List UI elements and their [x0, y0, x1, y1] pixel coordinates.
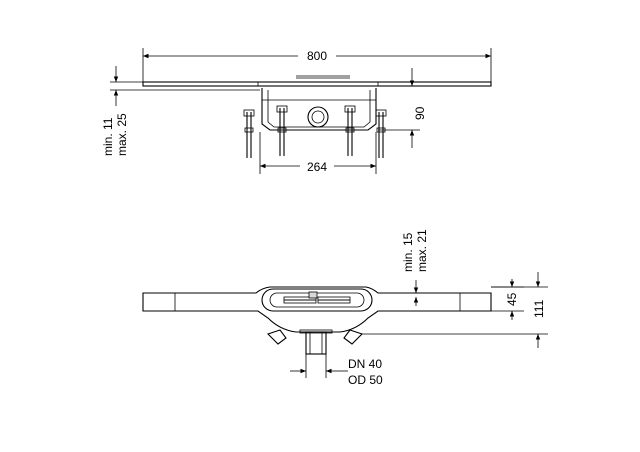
- channel-profile: [142, 286, 492, 333]
- feet-spacing-label: 264: [307, 160, 327, 174]
- depth-label: 90: [413, 106, 427, 120]
- feet-spacing-dimension: 264: [259, 132, 377, 174]
- total-height-dimension: 111: [362, 272, 548, 348]
- top-view: 800: [101, 48, 492, 174]
- total-height-label: 111: [532, 299, 546, 318]
- grate-max-label: max. 21: [415, 229, 429, 272]
- od-label: OD 50: [348, 373, 383, 387]
- grate-min-label: min. 15: [401, 232, 415, 272]
- height-max-label: max. 25: [115, 113, 129, 156]
- outlet-diameter-dimension: DN 40 OD 50: [290, 354, 383, 387]
- dn-label: DN 40: [348, 357, 382, 371]
- depth-dimension: 90: [378, 68, 427, 148]
- adjustable-feet: [243, 105, 387, 158]
- width-label: 800: [307, 49, 327, 63]
- outlet-and-feet: [266, 329, 364, 355]
- width-dimension: 800: [142, 48, 492, 82]
- cover-plate: [142, 75, 492, 87]
- outlet-pipe-icon: [307, 106, 329, 128]
- grate-range-dimension: min. 15 max. 21: [378, 229, 430, 306]
- bottom-view: min. 15 max. 21 45 111 DN 40 OD: [142, 229, 548, 387]
- channel-height-label: 45: [505, 292, 519, 306]
- height-range-dimension: min. 11 max. 25: [101, 66, 260, 156]
- channel-body: [261, 88, 377, 131]
- height-min-label: min. 11: [101, 117, 115, 156]
- channel-height-dimension: 45: [491, 279, 524, 320]
